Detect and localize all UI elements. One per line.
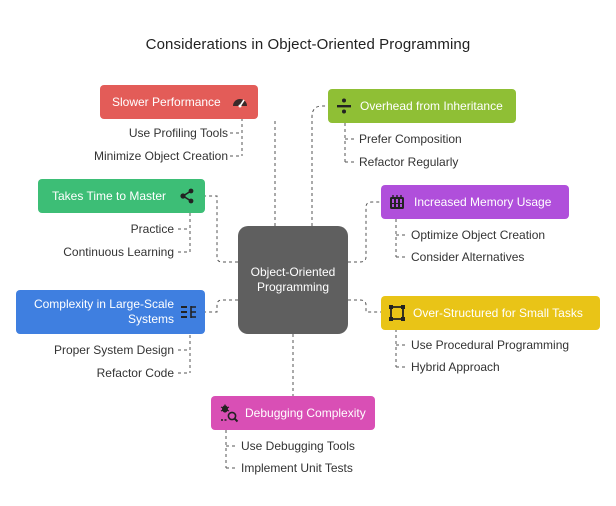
frame-icon [387, 303, 407, 323]
list-item: Implement Unit Tests [241, 461, 353, 475]
list-item: Practice [130, 222, 174, 236]
memory-chip-icon [387, 192, 407, 212]
list-item: Prefer Composition [359, 132, 462, 146]
node-label: Increased Memory Usage [414, 195, 552, 209]
list-item: Refactor Code [96, 366, 174, 380]
list-item: Use Debugging Tools [241, 439, 355, 453]
list-item: Use Procedural Programming [411, 338, 570, 352]
node-overhead-inheritance: Overhead from Inheritance [328, 89, 516, 123]
share-nodes-icon [177, 186, 197, 206]
node-over-structured: Over-Structured for Small Tasks [381, 296, 600, 330]
list-item: Consider Alternatives [411, 250, 525, 264]
node-increased-memory: Increased Memory Usage [381, 185, 569, 219]
center-node: Object-Oriented Programming [238, 226, 348, 334]
speedometer-icon [230, 92, 250, 112]
node-label: Slower Performance [112, 95, 221, 109]
node-label: Over-Structured for Small Tasks [413, 306, 583, 320]
diagram-title: Considerations in Object-Oriented Progra… [145, 36, 471, 53]
node-takes-time-to-master: Takes Time to Master [38, 179, 205, 213]
node-label: Complexity in Large-Scale Systems [33, 297, 174, 326]
node-label: Debugging Complexity [245, 406, 366, 420]
list-item: Optimize Object Creation [411, 228, 546, 242]
list-item: Proper System Design [53, 343, 174, 357]
list-item: Minimize Object Creation [93, 149, 228, 163]
list-item: Continuous Learning [63, 245, 174, 259]
node-slower-performance: Slower Performance [100, 85, 258, 119]
node-label: Takes Time to Master [52, 189, 167, 203]
tree-structure-icon [179, 302, 199, 322]
list-item: Hybrid Approach [411, 360, 500, 374]
node-complexity-large-scale: Complexity in Large-Scale Systems [16, 290, 205, 334]
list-item: Use Profiling Tools [128, 126, 228, 140]
bug-search-icon [219, 403, 239, 423]
center-label: Object-Oriented Programming [250, 265, 336, 294]
list-item: Refactor Regularly [359, 155, 459, 169]
divide-icon [334, 96, 354, 116]
node-debugging-complexity: Debugging Complexity [211, 396, 375, 430]
node-label: Overhead from Inheritance [360, 99, 503, 113]
